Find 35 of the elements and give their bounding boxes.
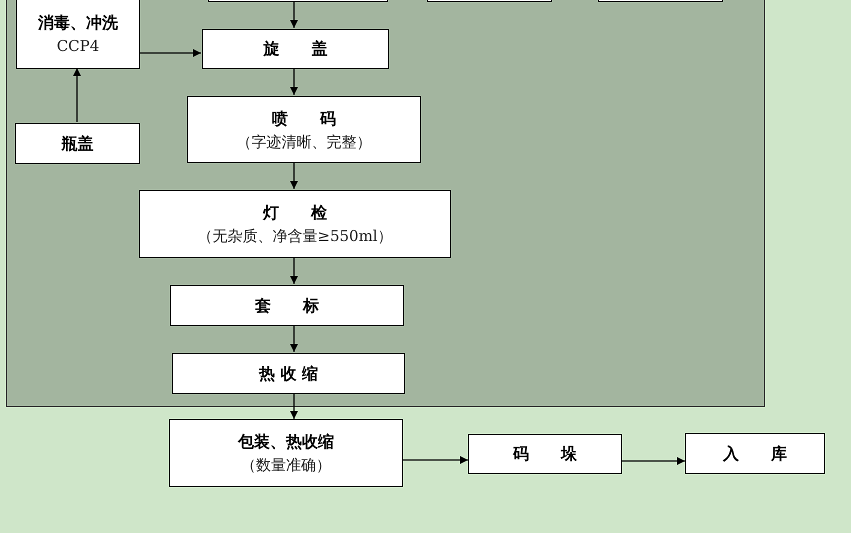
process-box <box>139 190 451 258</box>
step-note: （字迹清晰、完整） <box>236 132 372 152</box>
arrow <box>73 68 81 122</box>
step-title: 包装、热收缩 <box>238 431 334 453</box>
process-box <box>202 29 389 69</box>
step-title: 套 标 <box>255 294 319 316</box>
arrow <box>290 393 298 419</box>
process-box <box>172 353 405 394</box>
step-title: 消毒、冲洗 <box>38 12 118 34</box>
arrow <box>290 325 298 352</box>
process-box <box>15 123 140 164</box>
arrow <box>290 68 298 95</box>
process-box <box>16 0 140 69</box>
step-title: 码 垛 <box>513 443 577 465</box>
process-panel <box>6 0 765 407</box>
step-title: 旋 盖 <box>264 38 328 60</box>
process-box <box>468 434 622 474</box>
arrow <box>139 49 201 57</box>
arrow <box>290 2 298 28</box>
arrow <box>290 162 298 189</box>
process-box <box>170 285 404 326</box>
process-box <box>187 96 421 163</box>
arrow <box>403 456 468 464</box>
step-note: CCP4 <box>56 36 100 57</box>
step-note: （无杂质、净含量≥550ml） <box>197 226 393 247</box>
step-title: 灯 检 <box>263 202 327 224</box>
step-title: 喷 码 <box>272 108 336 130</box>
arrow <box>290 257 298 284</box>
step-title: 热 收 缩 <box>258 362 318 384</box>
process-box <box>685 433 825 474</box>
step-title: 瓶盖 <box>62 132 94 154</box>
arrow <box>622 457 685 465</box>
step-title: 入 库 <box>723 442 787 464</box>
step-note: （数量准确） <box>241 455 331 476</box>
process-box <box>169 419 403 487</box>
